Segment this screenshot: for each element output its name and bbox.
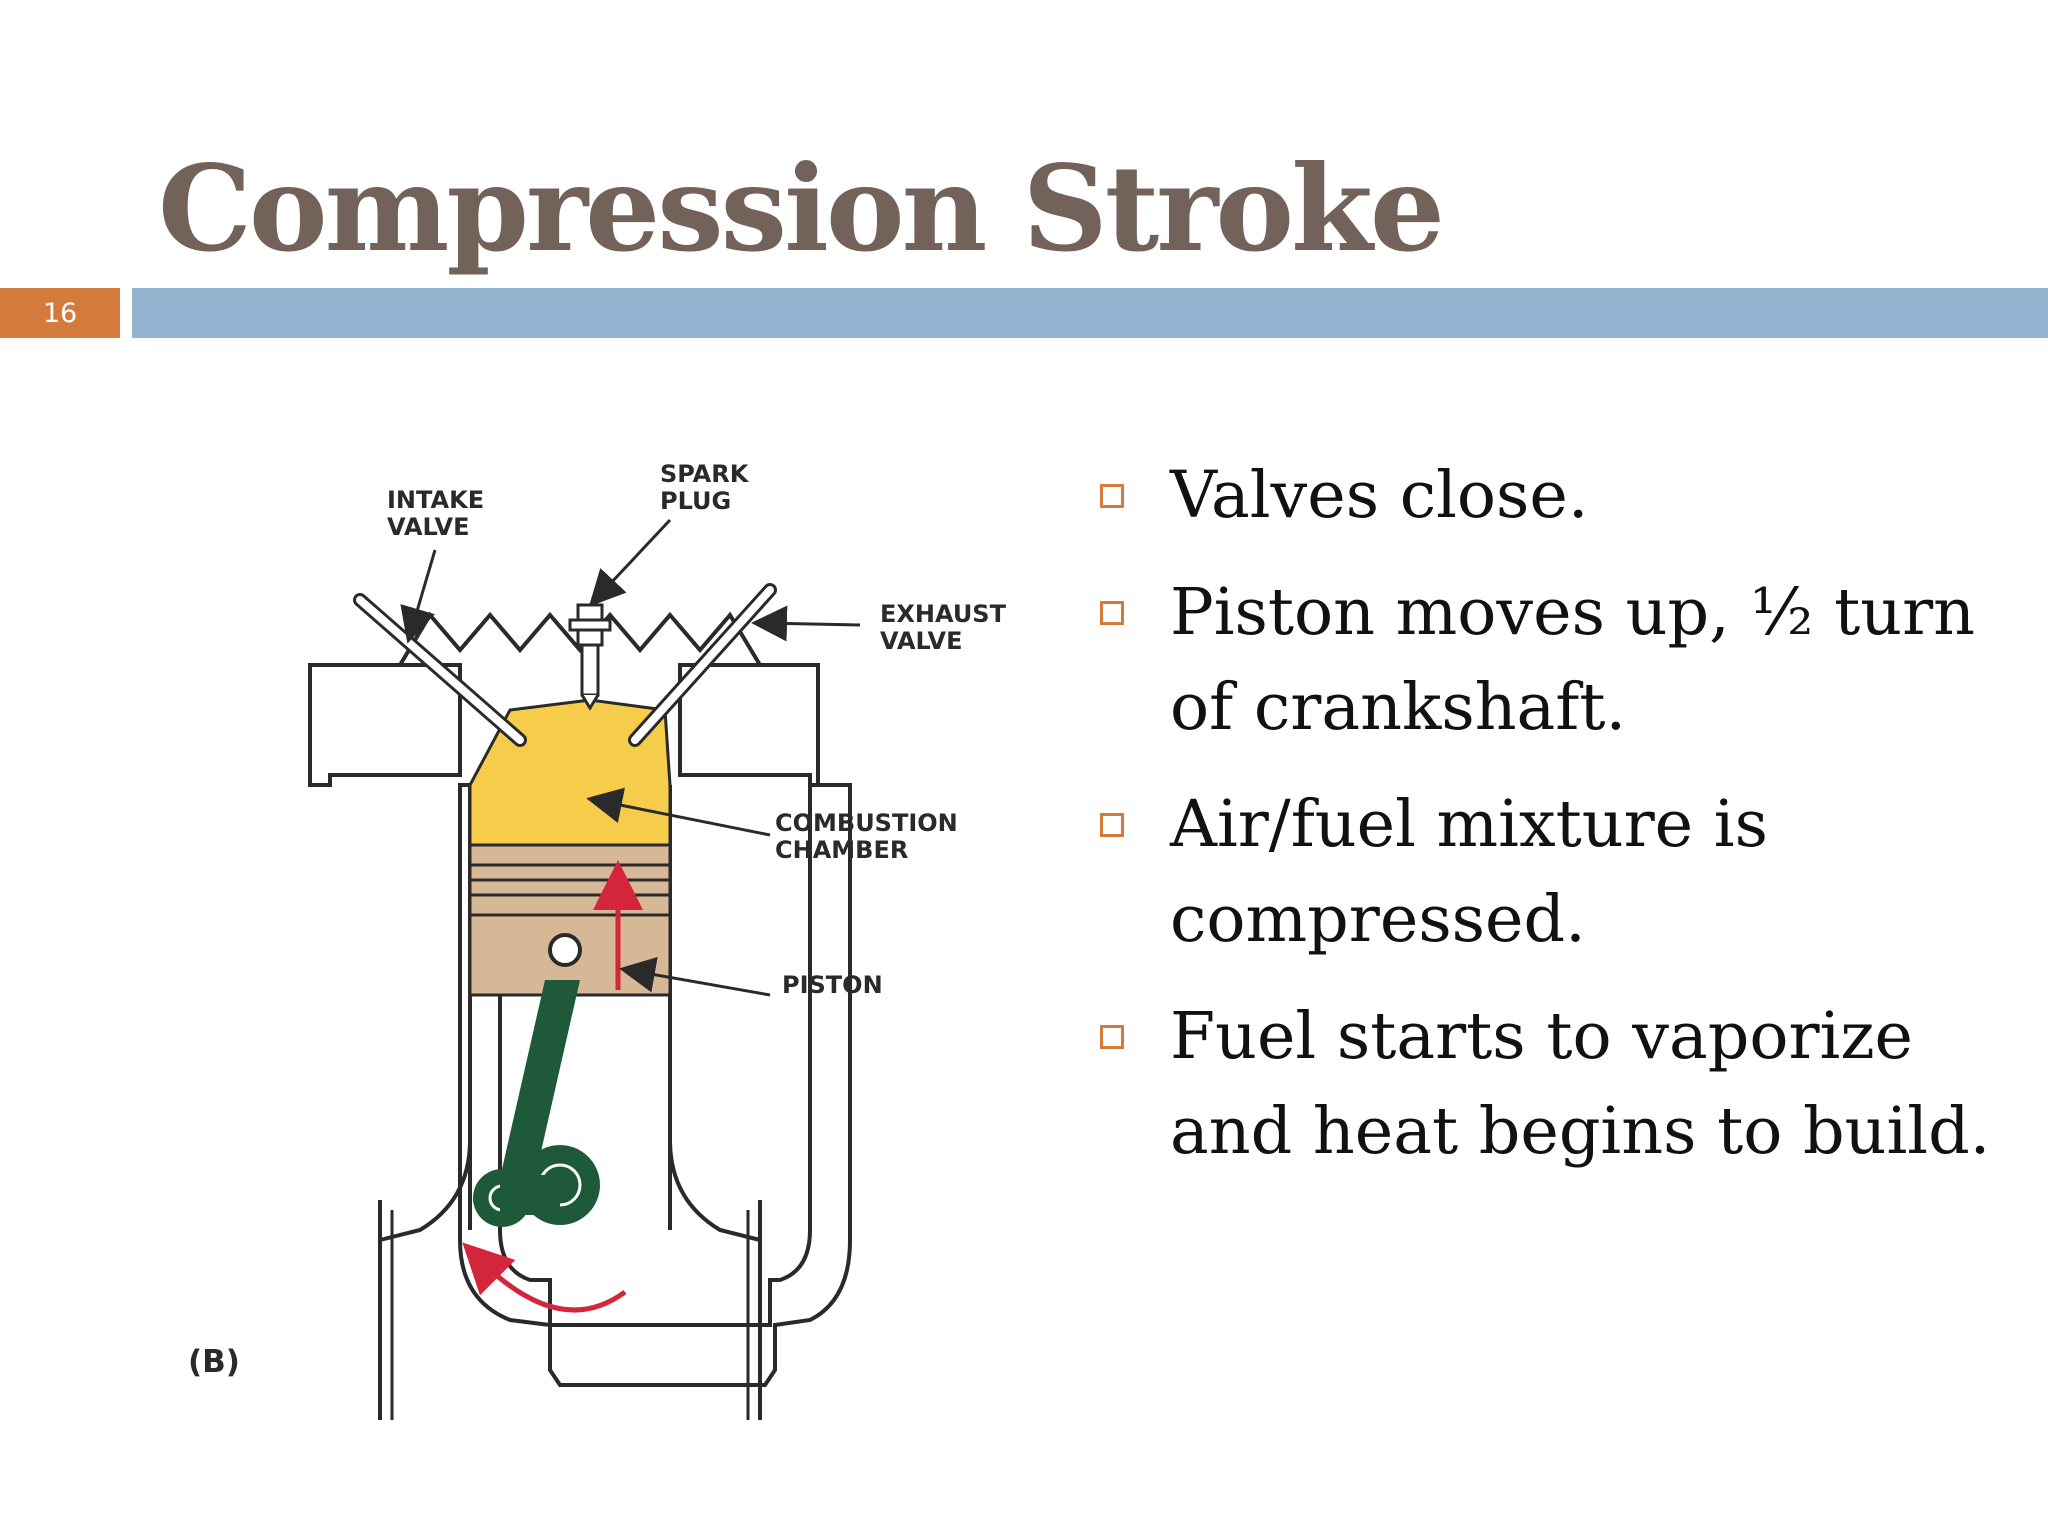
label-exhaust-valve-2: VALVE — [880, 627, 962, 655]
label-spark-plug-1: SPARK — [660, 460, 750, 488]
engine-diagram-svg: INTAKE VALVE SPARK PLUG EXHAUST VALVE CO… — [188, 460, 1007, 1420]
cylinder-head-fins — [310, 611, 818, 667]
wrist-pin — [548, 933, 582, 967]
slide-title: Compression Stroke — [158, 139, 1445, 278]
label-exhaust-valve-1: EXHAUST — [880, 600, 1007, 628]
bullet-list: Valves close. Piston moves up, ½ turn of… — [1098, 448, 2018, 1201]
bullet-text: Piston moves up, ½ turn of crankshaft. — [1170, 575, 1976, 745]
label-intake-valve-2: VALVE — [387, 513, 469, 541]
bullet-item: Air/fuel mixture is compressed. — [1098, 777, 2018, 967]
header-bar — [132, 288, 2048, 338]
label-combustion-chamber-2: CHAMBER — [775, 836, 908, 864]
spark-plug-icon — [568, 603, 612, 711]
crank-rotation-arrow — [462, 1242, 627, 1313]
label-piston: PISTON — [782, 971, 883, 999]
bullet-text: Air/fuel mixture is compressed. — [1170, 787, 1768, 957]
bullet-text: Fuel starts to vaporize and heat begins … — [1170, 999, 1991, 1169]
figure-label: (B) — [188, 1344, 240, 1380]
label-spark-plug-2: PLUG — [660, 487, 731, 515]
bullet-item: Fuel starts to vaporize and heat begins … — [1098, 989, 2018, 1179]
connecting-rod — [495, 980, 580, 1200]
bullet-square-icon — [1100, 484, 1124, 508]
label-combustion-chamber-1: COMBUSTION — [775, 809, 958, 837]
page-number-box: 16 — [0, 288, 120, 338]
engine-diagram: INTAKE VALVE SPARK PLUG EXHAUST VALVE CO… — [170, 440, 1050, 1420]
bullet-text: Valves close. — [1170, 458, 1589, 533]
bullet-square-icon — [1100, 813, 1124, 837]
label-intake-valve-1: INTAKE — [387, 486, 484, 514]
cylinder-head-left — [308, 663, 462, 787]
bullet-square-icon — [1100, 601, 1124, 625]
bullet-item: Piston moves up, ½ turn of crankshaft. — [1098, 565, 2018, 755]
cylinder-head-right — [678, 663, 820, 787]
bullet-square-icon — [1100, 1025, 1124, 1049]
bullet-item: Valves close. — [1098, 448, 2018, 543]
crankshaft — [473, 1145, 600, 1227]
page-number: 16 — [42, 297, 78, 329]
